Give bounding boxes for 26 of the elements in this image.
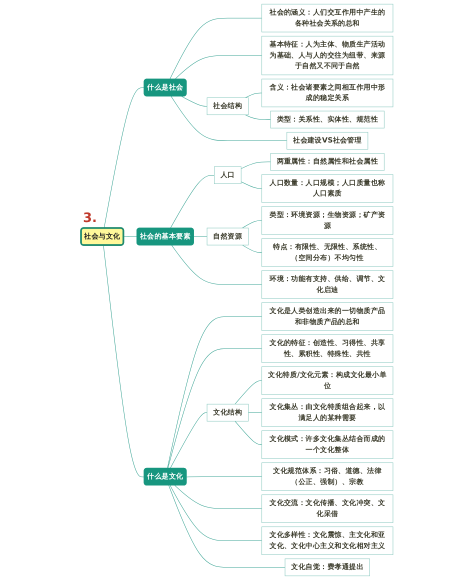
- connector: [104, 88, 145, 229]
- connector: [171, 245, 262, 285]
- connector: [170, 412, 208, 469]
- section-number: 3.: [83, 211, 97, 226]
- connector: [181, 96, 208, 107]
- connector: [234, 420, 262, 445]
- connector: [242, 220, 262, 228]
- connector: [168, 348, 262, 469]
- connector: [244, 92, 262, 98]
- connector: [170, 485, 262, 541]
- connector: [186, 476, 262, 478]
- connector: [242, 244, 262, 253]
- connector: [174, 55, 262, 80]
- connector: [240, 162, 271, 169]
- connector: [248, 412, 262, 413]
- connector: [170, 174, 215, 229]
- connector: [174, 485, 262, 509]
- connector: [167, 316, 262, 469]
- connector: [234, 380, 262, 404]
- connector: [103, 245, 145, 478]
- connector: [240, 181, 262, 189]
- connector: [168, 485, 286, 568]
- connector: [123, 236, 138, 238]
- connector: [244, 114, 271, 120]
- connector: [194, 236, 208, 238]
- connector: [170, 18, 262, 80]
